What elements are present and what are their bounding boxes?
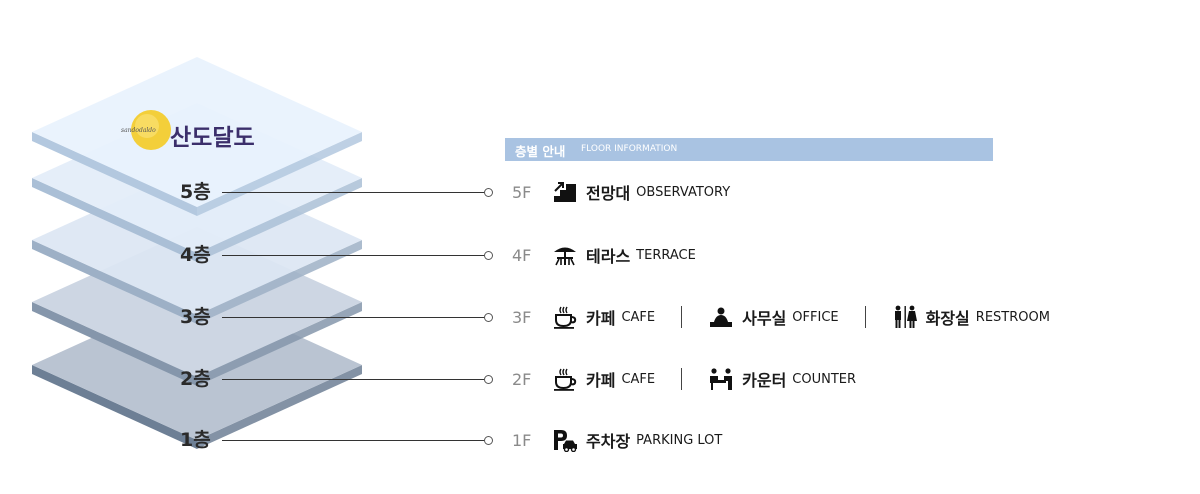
floor-row-1f: 1F 주차장 PARKING LOT [512,427,722,453]
facility-name-en: COUNTER [792,371,857,387]
leader-endpoint-dot [484,251,493,260]
coffee-cup-icon [552,305,578,329]
facility-item: 카운터 COUNTER [708,367,856,391]
facility-name-en: CAFE [621,309,656,325]
leader-line [222,192,485,193]
leader-endpoint-dot [484,436,493,445]
leader-endpoint-dot [484,313,493,322]
facility-item: 카페 CAFE [552,305,655,329]
facility-name-ko: 카페 [586,371,616,390]
leader-line [222,317,485,318]
facility-name-ko: 화장실 [925,309,970,328]
stairs-up-icon [552,180,578,204]
counter-service-icon [708,367,734,391]
item-separator [864,306,866,328]
floor-code: 1F [512,430,532,450]
facility-item: 주차장 PARKING LOT [552,428,723,453]
floor-code: 4F [512,245,532,265]
header-title-en: FLOOR INFORMATION [581,144,678,154]
facility-name-en: PARKING LOT [636,432,723,448]
leader-endpoint-dot [484,375,493,384]
floor-code: 5F [512,182,532,202]
facility-item: 카페 CAFE [552,367,655,391]
coffee-cup-icon [552,367,578,391]
floor-row-3f: 3F 카페 CAFE 사무실 OFFICE 화장실 RESTROOM [512,304,1050,330]
moon-highlight-icon [135,114,159,138]
facility-name-en: CAFE [621,371,656,387]
floor-row-4f: 4F 테라스 TERRACE [512,242,696,268]
stack-floor-label-5f: 5층 [180,181,211,203]
floor-row-5f: 5F 전망대 OBSERVATORY [512,179,730,205]
stack-floor-label-1f: 1층 [180,429,211,451]
floor-code: 2F [512,369,532,389]
leader-line [222,379,485,380]
logo-text: 산도달도 [170,124,255,151]
stack-floor-label-3f: 3층 [180,306,211,328]
leader-line [222,255,485,256]
floor-code: 3F [512,307,532,327]
floor-info-header: 층별 안내 FLOOR INFORMATION [505,138,993,161]
facility-name-ko: 카페 [586,309,616,328]
floor-layer-5 [32,57,362,216]
leader-endpoint-dot [484,188,493,197]
stack-floor-label-4f: 4층 [180,244,211,266]
stack-floor-label-2f: 2층 [180,368,211,390]
restroom-icon [892,305,918,329]
facility-item: 화장실 RESTROOM [892,305,1050,329]
facility-item: 테라스 TERRACE [552,243,696,267]
facility-name-ko: 전망대 [586,184,631,203]
facility-item: 사무실 OFFICE [708,305,839,329]
facility-name-ko: 사무실 [742,309,787,328]
item-separator [681,306,683,328]
facility-name-ko: 카운터 [742,371,787,390]
item-separator [681,368,683,390]
parking-car-icon [552,428,578,453]
logo-subtext: sandodaldo [121,127,156,134]
office-desk-icon [708,305,734,329]
facility-item: 전망대 OBSERVATORY [552,180,730,204]
header-title-ko: 층별 안내 [515,144,566,159]
parasol-table-icon [552,243,578,267]
facility-name-en: RESTROOM [975,309,1050,325]
facility-name-en: OBSERVATORY [636,184,731,200]
facility-name-en: OFFICE [792,309,839,325]
leader-line [222,440,485,441]
facility-name-ko: 주차장 [586,432,631,451]
facility-name-en: TERRACE [636,247,696,263]
floor-row-2f: 2F 카페 CAFE 카운터 COUNTER [512,366,856,392]
facility-name-ko: 테라스 [586,247,631,266]
